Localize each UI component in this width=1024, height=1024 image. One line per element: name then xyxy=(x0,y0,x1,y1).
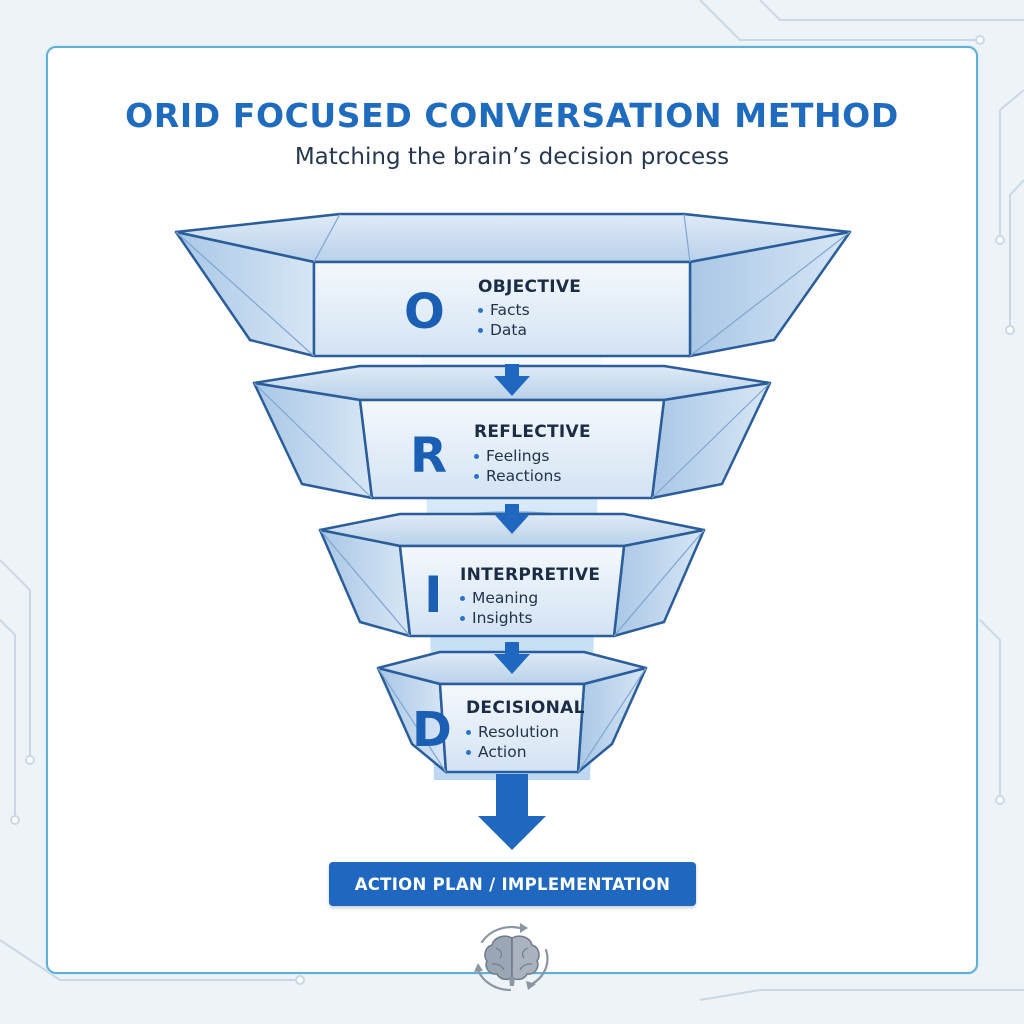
bullet-item: Resolution xyxy=(466,722,559,742)
arrow-down-icon xyxy=(478,774,546,850)
stage-bullets: Facts Data xyxy=(478,300,530,340)
stage-name: INTERPRETIVE xyxy=(460,565,601,585)
bullet-item: Facts xyxy=(478,300,530,320)
stage-name: OBJECTIVE xyxy=(478,277,582,297)
arrow-down-icon xyxy=(494,642,530,674)
arrow-down-icon xyxy=(494,364,530,396)
bullet-item: Data xyxy=(478,320,530,340)
stage-letter: D xyxy=(412,702,452,758)
stage-letter: I xyxy=(424,566,443,624)
stage-bullets: Meaning Insights xyxy=(460,588,538,628)
bullet-item: Action xyxy=(466,742,559,762)
bullet-item: Reactions xyxy=(474,466,561,486)
stage-letter: R xyxy=(410,428,447,484)
diagram-subtitle: Matching the brain’s decision process xyxy=(294,144,730,170)
stage-name: REFLECTIVE xyxy=(474,422,591,442)
bullet-item: Meaning xyxy=(460,588,538,608)
brain-cycle-graphic xyxy=(474,923,549,992)
bullet-item: Feelings xyxy=(474,446,561,466)
diagram-title: ORID FOCUSED CONVERSATION METHOD xyxy=(125,96,899,135)
cycle-arrows-icon xyxy=(476,925,549,992)
bullet-item: Insights xyxy=(460,608,538,628)
stage-name: DECISIONAL xyxy=(466,698,585,718)
stage-bullets: Resolution Action xyxy=(466,722,559,762)
stage-letter: O xyxy=(404,284,445,340)
action-plan-button[interactable]: ACTION PLAN / IMPLEMENTATION xyxy=(329,862,696,906)
funnel-layer-objective xyxy=(174,212,852,358)
stage-bullets: Feelings Reactions xyxy=(474,446,561,486)
arrow-down-icon xyxy=(494,504,530,534)
brain-icon xyxy=(484,935,540,986)
